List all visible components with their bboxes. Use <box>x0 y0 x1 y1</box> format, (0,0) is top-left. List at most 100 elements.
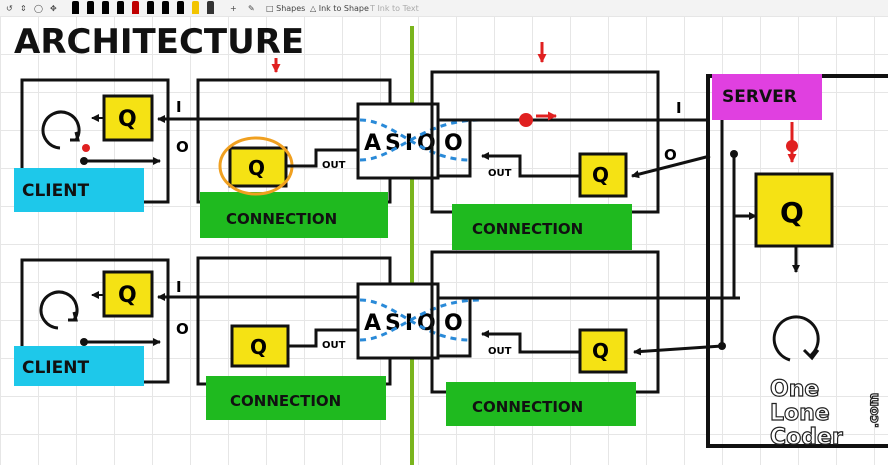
asio-link-b <box>359 298 481 342</box>
pen-7-icon[interactable] <box>162 1 169 14</box>
loop-arrowhead <box>68 311 78 322</box>
asio-label: ASIO <box>364 131 440 156</box>
ink-to-text-icon: T <box>370 3 378 13</box>
connection-label: CONNECTION <box>472 398 583 416</box>
server-label: SERVER <box>722 87 797 107</box>
add-pen-icon[interactable]: + <box>230 3 237 13</box>
in-label: I <box>176 278 182 296</box>
client-2: CLIENT Q <box>14 258 170 386</box>
ink-to-text-button[interactable]: T Ink to Text <box>370 3 419 13</box>
connection-tag <box>200 192 388 238</box>
ink-to-shape-button[interactable]: △ Ink to Shape <box>310 3 369 13</box>
out-line <box>631 154 711 179</box>
ruler-icon[interactable]: ✎ <box>248 3 255 13</box>
asio-port <box>436 298 472 358</box>
add-space-icon[interactable]: ⇕ <box>20 3 27 13</box>
connection-label: CONNECTION <box>230 392 341 410</box>
queue-label: Q <box>248 156 265 180</box>
bus-dot <box>730 150 738 158</box>
server-connection-2: CONNECTION Q OUT O <box>430 250 740 426</box>
connection-tag <box>446 382 636 426</box>
client-connection-2: CONNECTION I O Q OUT <box>157 256 392 420</box>
asio-port-label: O <box>444 131 463 156</box>
out-path <box>481 152 580 178</box>
watermark-line-2: Lone <box>770 401 830 426</box>
connection-label: CONNECTION <box>472 220 583 238</box>
out-path <box>481 330 580 354</box>
asio-link-a <box>359 298 471 342</box>
pen-5-icon[interactable] <box>132 1 139 14</box>
pen-4-icon[interactable] <box>117 1 124 14</box>
loop-icon <box>41 110 81 150</box>
asio-box <box>356 102 440 180</box>
send-dot <box>80 338 88 346</box>
pen-1-icon[interactable] <box>72 1 79 14</box>
diagram-title: ARCHITECTURE <box>14 22 304 62</box>
toolbar: ↺ ⇕ ◯ ✥ + ✎ □ Shapes △ Ink to Shape T In… <box>0 0 888 17</box>
out-word: OUT <box>488 168 512 179</box>
connection-tag <box>206 376 386 420</box>
server: SERVER Q <box>706 74 888 448</box>
watermark-domain: .com <box>867 393 882 428</box>
whiteboard-canvas: ARCHITECTURE CLIENT Q CLIENT Q CONNECTIO… <box>0 16 888 465</box>
watermark-line-3: Coder <box>770 425 843 450</box>
watermark: One Lone Coder .com <box>769 376 882 450</box>
pen-8-icon[interactable] <box>177 1 184 14</box>
pen-10-icon[interactable] <box>207 1 214 14</box>
red-dot <box>519 113 533 127</box>
queue-label: Q <box>780 196 804 229</box>
pen-3-icon[interactable] <box>102 1 109 14</box>
in-label: I <box>676 99 682 117</box>
server-tag <box>712 74 822 120</box>
out-path <box>286 148 360 168</box>
client-1: CLIENT Q <box>14 78 170 212</box>
queue-in <box>102 270 154 318</box>
out-word: OUT <box>488 346 512 357</box>
loop-arrowhead <box>70 131 80 142</box>
shapes-button[interactable]: □ Shapes <box>266 3 306 13</box>
asio-2: ASIO <box>356 282 481 360</box>
bus-dot <box>718 342 726 350</box>
client-label: CLIENT <box>22 181 89 201</box>
ink-to-shape-icon: △ <box>310 3 319 13</box>
loop-arrowhead <box>802 348 820 361</box>
in-label: I <box>176 98 182 116</box>
red-dot <box>82 144 90 152</box>
connection-label: CONNECTION <box>226 210 337 228</box>
out-label: O <box>176 320 189 338</box>
loop-icon <box>39 290 79 330</box>
queue-label: Q <box>592 163 609 187</box>
architecture-diagram: ARCHITECTURE CLIENT Q CLIENT Q CONNECTIO… <box>14 22 888 465</box>
queue-label: Q <box>118 107 137 132</box>
queue-in <box>102 94 154 142</box>
server-queue <box>754 172 834 248</box>
asio-label: ASIO <box>364 311 440 336</box>
eraser-icon[interactable]: ◯ <box>34 3 43 13</box>
queue-label: Q <box>118 283 137 308</box>
out-word: OUT <box>322 160 346 171</box>
connection-tag <box>452 204 632 250</box>
pan-icon[interactable]: ✥ <box>50 3 57 13</box>
client-connection-1: CONNECTION I O Q OUT <box>157 58 392 238</box>
out-word: OUT <box>322 340 346 351</box>
queue-out <box>230 324 290 368</box>
asio-port-label: O <box>444 311 463 336</box>
pen-2-icon[interactable] <box>87 1 94 14</box>
pen-6-icon[interactable] <box>147 1 154 14</box>
lasso-icon[interactable]: ↺ <box>6 3 13 13</box>
shapes-icon: □ <box>266 3 277 13</box>
out-label: O <box>664 146 677 164</box>
queue-label: Q <box>592 339 609 363</box>
asio-link-a <box>359 118 471 162</box>
queue-label: Q <box>250 335 267 359</box>
asio-port <box>436 120 472 178</box>
server-connection-1: CONNECTION I Q OUT O O <box>430 42 711 250</box>
client-label: CLIENT <box>22 358 89 378</box>
pen-9-icon[interactable] <box>192 1 199 14</box>
send-dot <box>80 157 88 165</box>
loop-icon <box>772 315 820 362</box>
asio-1: ASIO <box>356 102 481 180</box>
red-dot <box>786 140 798 152</box>
watermark-line-1: One <box>770 377 819 402</box>
out-label: O <box>176 138 189 156</box>
